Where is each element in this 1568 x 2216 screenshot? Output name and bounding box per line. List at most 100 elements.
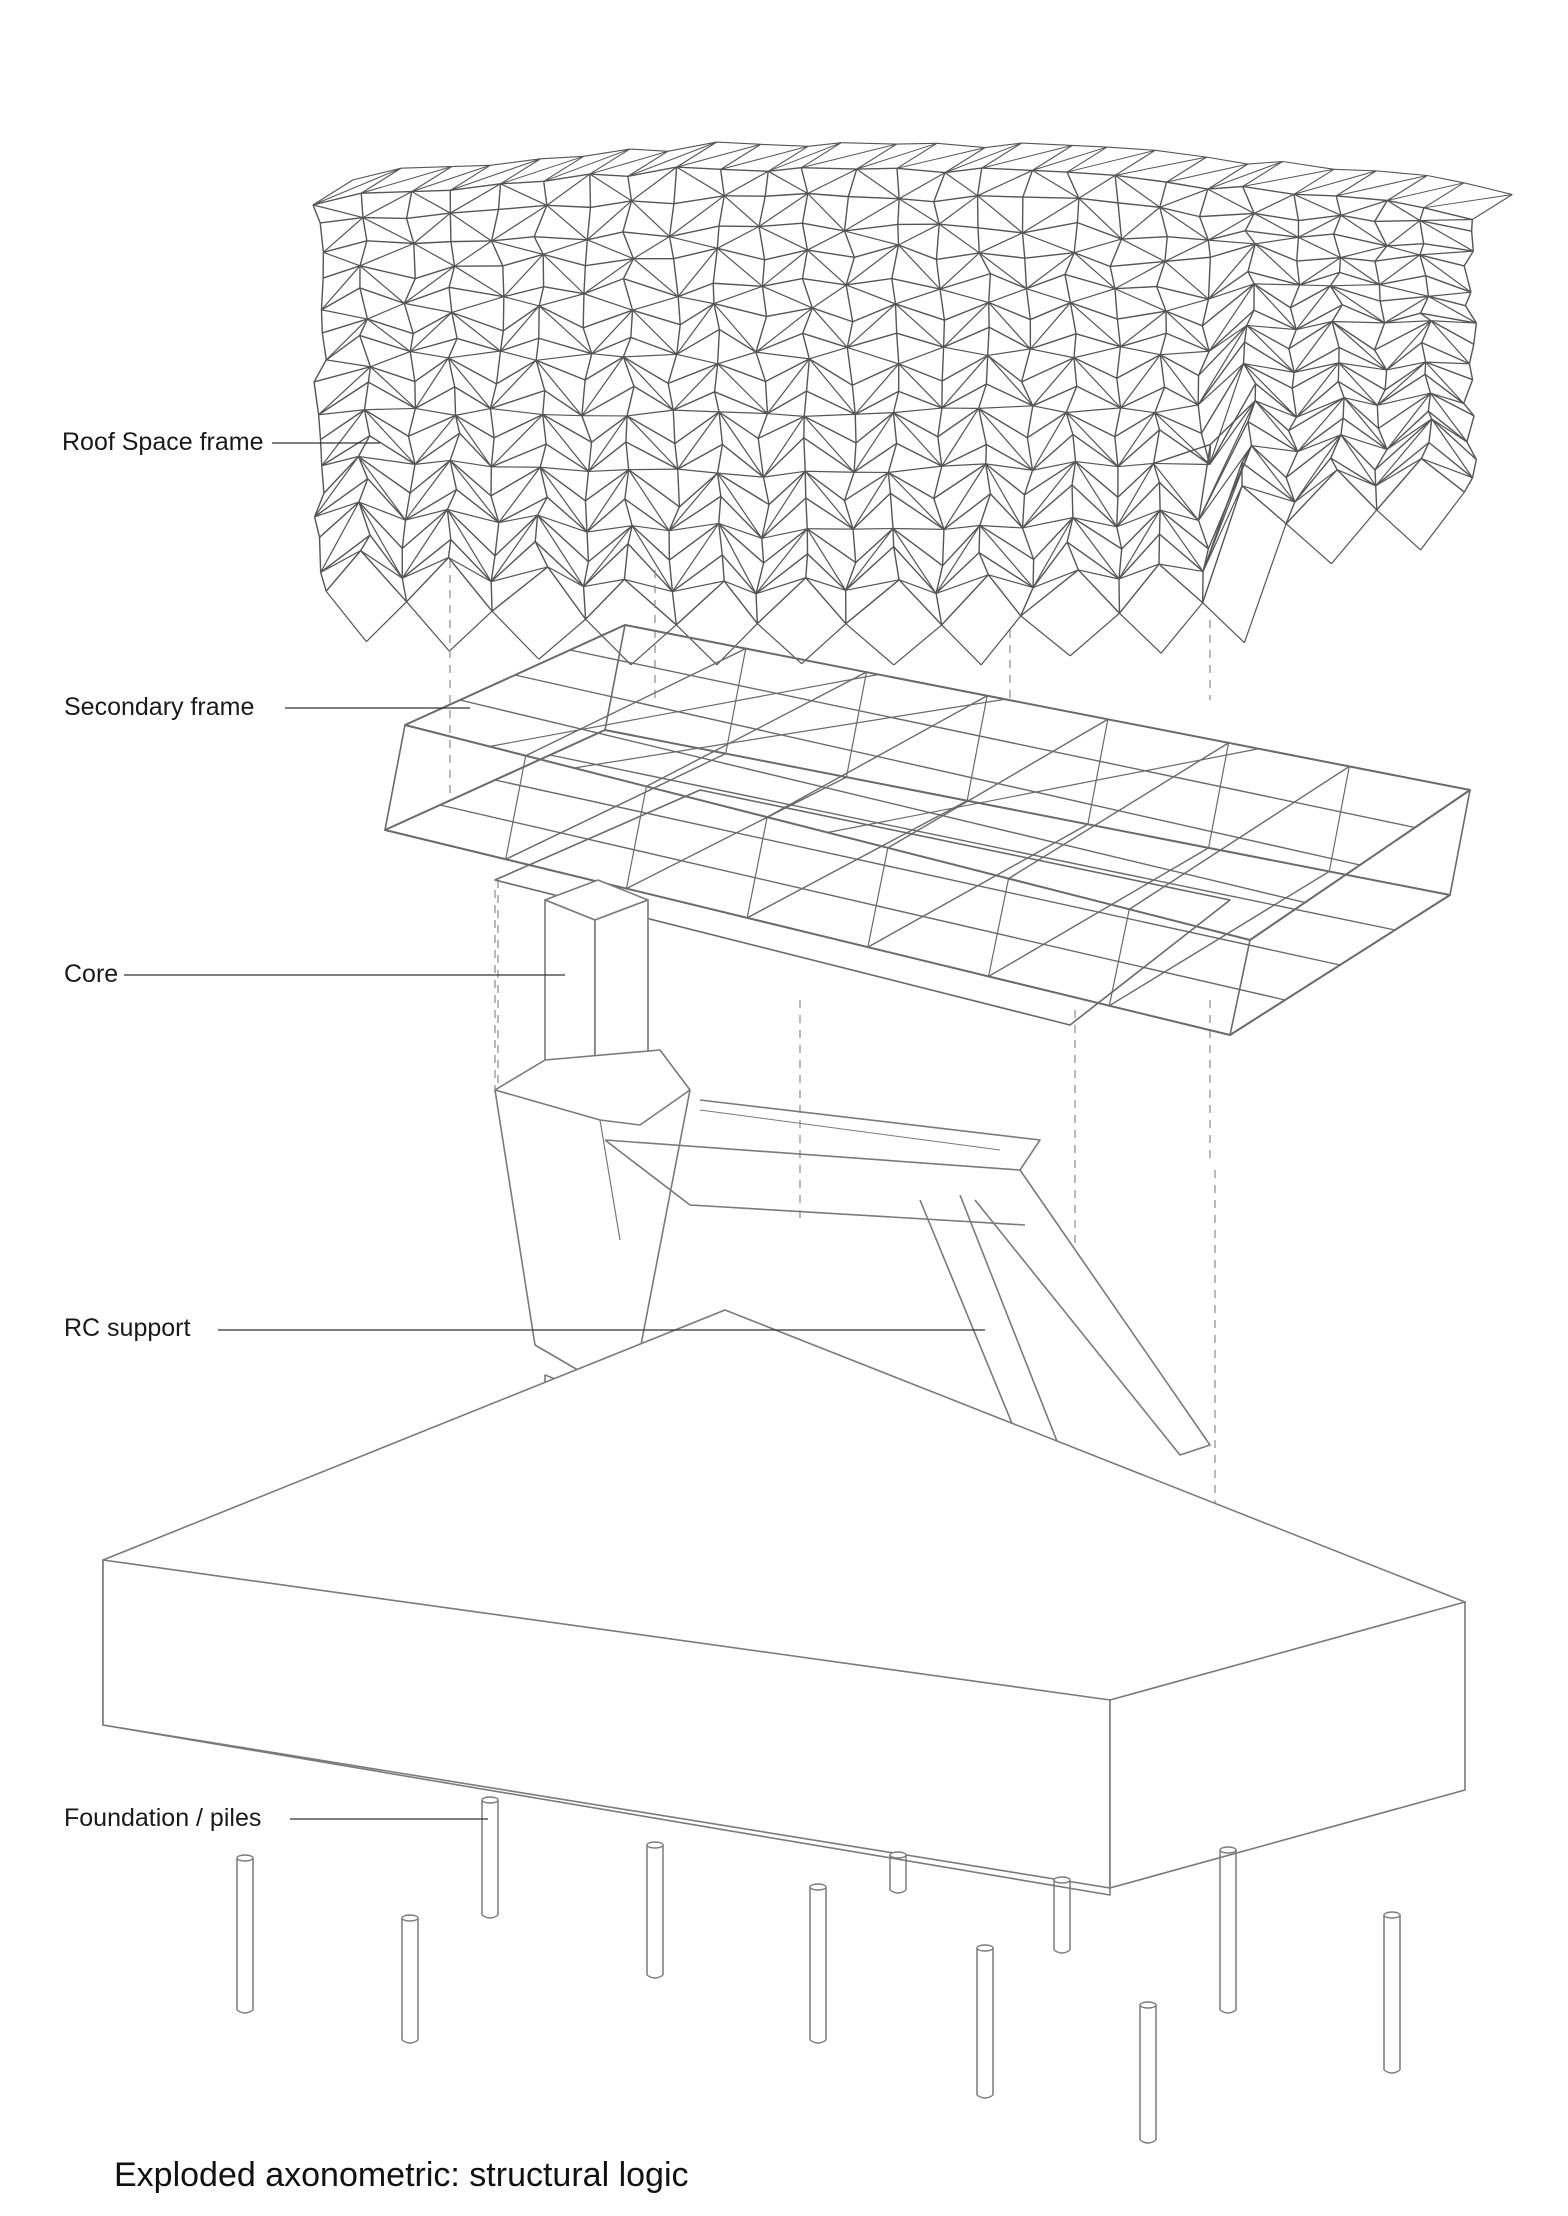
roof-member [1241,485,1295,503]
roof-member [1428,291,1472,297]
roof-member [406,557,450,603]
pile-top [481,1796,499,1804]
roof-member [756,623,803,665]
pile [481,1796,499,1919]
roof-member [588,415,628,472]
roof-member [314,501,360,518]
roof-member [986,383,1034,407]
roof-member [1293,193,1342,216]
roof-member [722,443,764,478]
roof-member [891,278,897,305]
roof-member [312,204,321,224]
roof-member [589,150,668,175]
roof-member [358,501,371,536]
roof-member [630,624,677,666]
roof-member [807,249,855,258]
roof-member [591,336,632,355]
roof-member [933,201,940,225]
roof-member [588,469,629,473]
roof-member [1116,463,1155,528]
roof-member [941,347,945,382]
roof-member [320,409,365,441]
roof-member [1386,220,1421,247]
roof-member [1430,320,1477,324]
roof-member [1343,397,1388,450]
roof-member [805,358,811,392]
roof-member [1386,243,1424,247]
roof-member [581,379,586,416]
frame-post [384,724,406,831]
roof-member [1294,434,1342,503]
roof-member [1339,271,1380,286]
roof-member [1064,274,1072,303]
roof-member [939,252,980,290]
roof-member [1378,284,1381,302]
roof-member [977,408,988,445]
roof-member [937,436,943,467]
roof-member [1121,206,1161,240]
roof-member [535,359,583,417]
roof-member [1246,309,1255,326]
roof-member [1251,445,1287,479]
roof-member [1118,533,1161,580]
roof-member [939,272,991,290]
roof-member [1021,494,1026,528]
roof-member [669,195,725,238]
roof-member [854,244,899,258]
pile [1383,1911,1401,2074]
roof-member [1033,517,1074,560]
roof-member [1466,415,1475,443]
roof-member [409,464,416,494]
roof-member [366,240,414,245]
roof-member [1032,460,1076,471]
roof-member [1159,354,1166,388]
roof-member [545,443,589,473]
roof-member [538,305,593,355]
roof-member [1387,182,1464,201]
roof-member [364,409,416,465]
roof-member [500,158,541,185]
roof-member [671,591,677,625]
roof-member [985,355,989,384]
pile-bottom [809,2039,827,2044]
roof-member [675,324,681,355]
roof-member [1073,222,1079,253]
roof-member [1022,461,1077,529]
roof-member [1386,361,1426,371]
roof-member [320,309,324,333]
roof-member [1343,397,1378,406]
roof-member [321,265,361,311]
roof-member [1073,252,1116,290]
roof-member [888,471,935,500]
roof-member [1158,481,1200,521]
roof-member [364,409,409,437]
roof-member [933,463,987,500]
roof-member [403,278,416,304]
roof-member [359,334,411,353]
roof-member [1159,354,1199,377]
roof-member [895,303,945,348]
roof-member [581,356,624,417]
roof-member [1427,410,1468,443]
roof-member [762,277,803,287]
roof-member [891,244,900,279]
roof-member [489,383,498,409]
roof-member [1428,295,1477,324]
roof-member [1114,436,1119,467]
roof-member [449,460,500,523]
roof-member [1201,283,1255,327]
roof-member [500,350,537,361]
foundation-piles [236,1796,1401,2144]
roof-member [325,590,367,643]
roof-member [989,493,1024,529]
roof-member [848,195,900,200]
roof-member [668,506,681,531]
roof-member [1427,393,1432,412]
roof-member [1065,411,1116,438]
roof-member [855,527,894,564]
roof-member [852,472,889,530]
roof-member [1032,405,1067,414]
roof-member [323,456,359,494]
roof-member [1420,312,1477,324]
roof-member [1029,302,1071,350]
